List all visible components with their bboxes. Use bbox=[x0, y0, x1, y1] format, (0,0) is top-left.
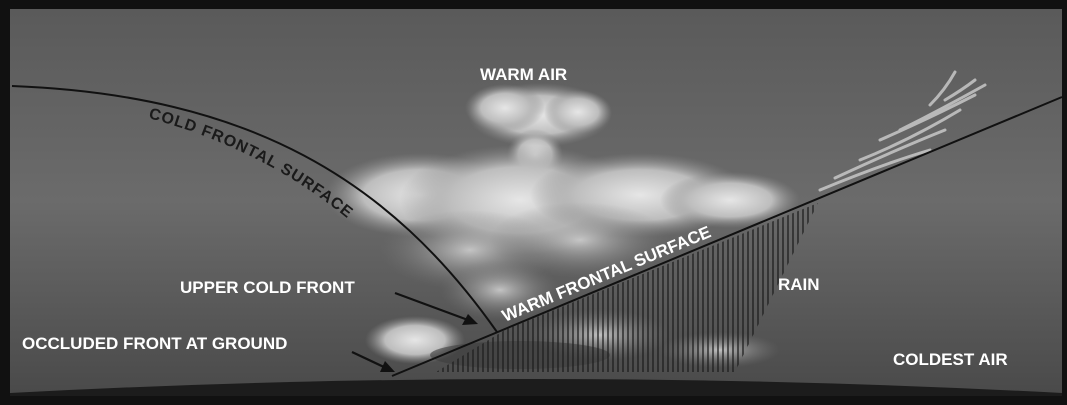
ground bbox=[10, 379, 1062, 396]
cold-frontal-surface-line bbox=[11, 85, 498, 333]
upper-cold-front-arrow bbox=[394, 291, 478, 325]
cloud-mass bbox=[325, 83, 800, 369]
cirrus-streaks bbox=[818, 70, 987, 192]
warm-air-label: WARM AIR bbox=[480, 65, 567, 84]
warm-frontal-surface-line bbox=[391, 96, 1063, 377]
upper-cold-front-label: UPPER COLD FRONT bbox=[180, 278, 355, 297]
occluded-front-arrow bbox=[351, 351, 395, 372]
coldest-air-label: COLDEST AIR bbox=[893, 350, 1008, 369]
occluded-front-label: OCCLUDED FRONT AT GROUND bbox=[22, 334, 287, 353]
rain-label: RAIN bbox=[778, 275, 820, 294]
